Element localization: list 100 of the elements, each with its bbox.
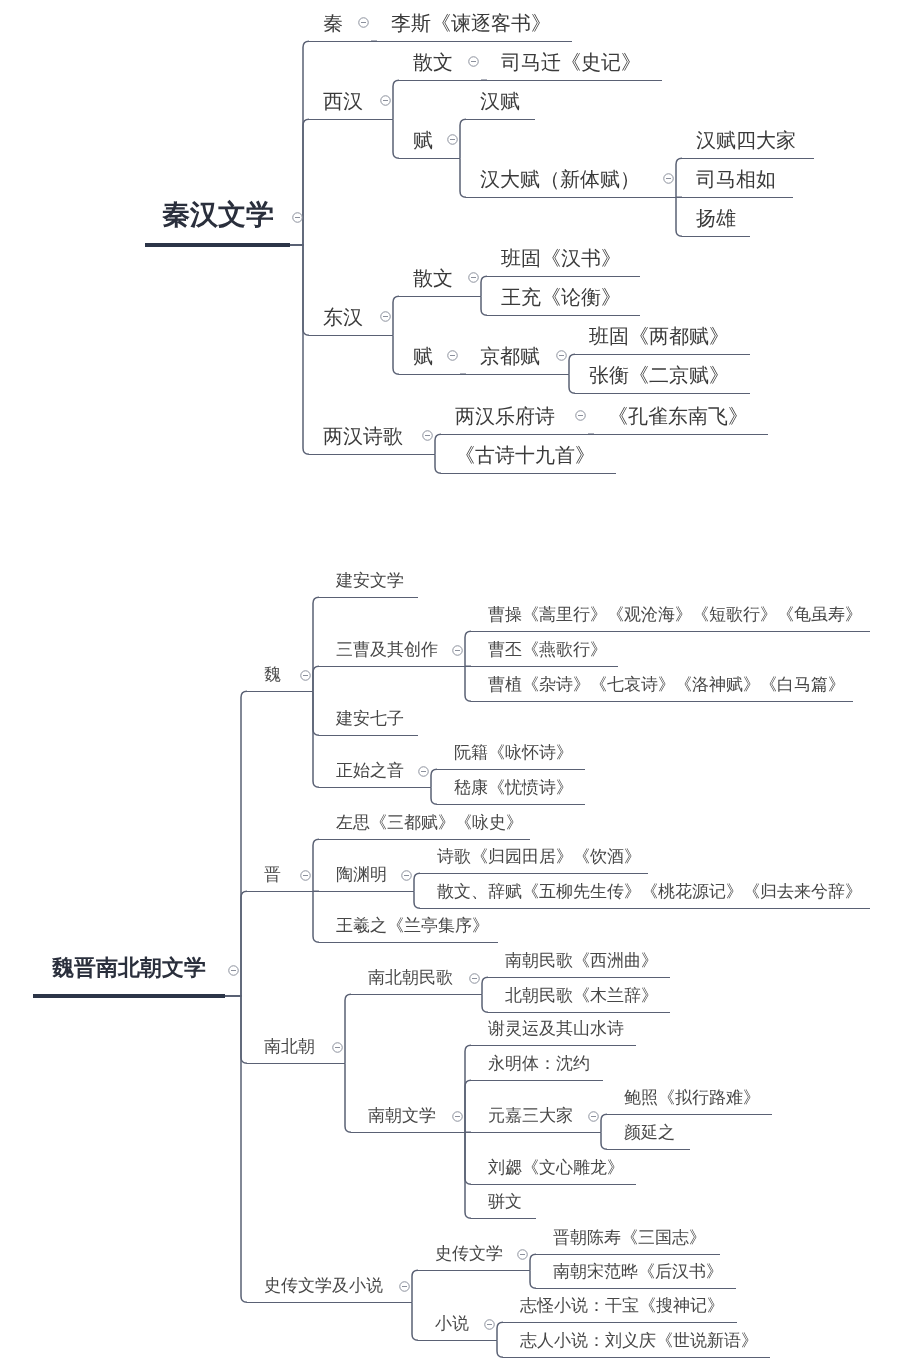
connector-line — [413, 890, 421, 909]
topic-text: 两汉诗歌 — [323, 422, 403, 450]
branch-topic: 《古诗十九首》 — [441, 436, 616, 474]
branch-topic: 南朝民歌《西洲曲》 — [488, 946, 670, 978]
connector-line — [312, 838, 320, 892]
connector-line — [464, 630, 472, 667]
connector-line — [481, 993, 489, 1013]
connector-line — [464, 665, 472, 667]
topic-text: 南北朝 — [264, 1036, 315, 1059]
connector-line — [464, 1131, 472, 1219]
topic-text: 东汉 — [323, 303, 363, 331]
connector-line — [392, 295, 400, 336]
connector-line — [370, 40, 378, 42]
branch-topic: 诗歌《归园田居》《饮酒》 — [420, 842, 648, 874]
branch-topic: 鲍照《拟行路难》 — [607, 1083, 772, 1115]
connector-line — [529, 1253, 537, 1271]
branch-topic: 嵇康《忧愤诗》 — [437, 773, 585, 805]
branch-topic: 班固《两都赋》 — [575, 317, 750, 355]
branch-topic: 司马相如 — [682, 160, 793, 198]
connector-line — [481, 976, 489, 995]
connector-line — [411, 1269, 419, 1303]
connector-line — [411, 1301, 419, 1341]
branch-topic: 南朝宋范晔《后汉书》 — [536, 1257, 736, 1289]
connector-line — [675, 196, 683, 237]
topic-text: 秦 — [323, 9, 343, 37]
topic-text: 赋 — [413, 342, 433, 370]
topic-text: 西汉 — [323, 87, 363, 115]
branch-topic: 颜延之 — [607, 1118, 690, 1150]
connector-line — [464, 1079, 472, 1133]
connector-line — [459, 157, 467, 198]
connector-line — [675, 157, 683, 198]
topic-text: 晋 — [264, 864, 281, 887]
connector-line — [392, 79, 400, 120]
topic-text: 魏 — [264, 664, 281, 687]
branch-topic: 建安文学 — [319, 566, 418, 598]
branch-topic: 《孔雀东南飞》 — [594, 397, 768, 435]
connector-line — [344, 1062, 352, 1133]
connector-line — [344, 993, 352, 1064]
branch-topic: 谢灵运及其山水诗 — [471, 1014, 636, 1046]
branch-topic: 李斯《谏逐客书》 — [377, 4, 572, 42]
topic-text: 陶渊明 — [336, 864, 387, 887]
branch-topic: 曹操《蒿里行》《观沧海》《短歌行》《龟虽寿》 — [471, 600, 870, 632]
branch-topic: 志怪小说：干宝《搜神记》 — [503, 1291, 737, 1323]
connector-line — [529, 1269, 537, 1289]
topic-text: 史传文学及小说 — [264, 1275, 383, 1298]
branch-topic: 扬雄 — [682, 199, 750, 237]
branch-topic: 刘勰《文心雕龙》 — [471, 1153, 636, 1185]
connector-line — [568, 373, 576, 394]
topic-text: 元嘉三大家 — [488, 1105, 573, 1128]
branch-topic: 北朝民歌《木兰辞》 — [488, 981, 670, 1013]
connector-line — [459, 118, 467, 159]
connector-line — [587, 433, 595, 435]
branch-topic: 王充《论衡》 — [487, 278, 640, 316]
branch-topic: 阮籍《咏怀诗》 — [437, 738, 585, 770]
branch-topic: 曹植《杂诗》《七哀诗》《洛神赋》《白马篇》 — [471, 670, 853, 702]
connector-line — [480, 79, 488, 81]
branch-topic: 骈文 — [471, 1187, 536, 1219]
topic-text: 史传文学 — [435, 1243, 503, 1266]
connector-line — [224, 995, 248, 1303]
connector-line — [480, 275, 488, 297]
connector-line — [430, 768, 438, 788]
connector-line — [464, 665, 472, 702]
connector-line — [289, 244, 310, 455]
connector-line — [496, 1339, 504, 1358]
connector-line — [392, 334, 400, 375]
branch-topic: 汉赋四大家 — [682, 121, 814, 159]
branch-topic: 汉赋 — [466, 82, 535, 120]
connector-line — [312, 690, 320, 788]
connector-line — [675, 196, 683, 198]
connector-line — [496, 1321, 504, 1341]
topic-text: 赋 — [413, 126, 433, 154]
connector-line — [430, 786, 438, 805]
topic-text: 两汉乐府诗 — [455, 402, 555, 430]
branch-topic: 散文、辞赋《五柳先生传》《桃花源记》《归去来兮辞》 — [420, 877, 870, 909]
branch-topic: 王羲之《兰亭集序》 — [319, 911, 498, 943]
topic-text: 南北朝民歌 — [368, 967, 453, 990]
connector-line — [600, 1113, 608, 1133]
connector-line — [464, 1131, 472, 1133]
branch-topic: 志人小说：刘义庆《世说新语》 — [503, 1326, 770, 1358]
connector-line — [413, 872, 421, 892]
topic-text: 小说 — [435, 1313, 469, 1336]
branch-topic: 左思《三都赋》《咏史》 — [319, 808, 530, 840]
topic-text: 散文 — [413, 264, 453, 292]
connector-line — [312, 890, 320, 943]
connector-line — [480, 295, 488, 316]
connector-line — [392, 118, 400, 159]
central-topic: 秦汉文学 — [145, 187, 290, 247]
branch-topic: 晋朝陈寿《三国志》 — [536, 1223, 720, 1255]
connector-line — [434, 433, 442, 455]
branch-topic: 司马迁《史记》 — [487, 43, 662, 81]
branch-topic: 班固《汉书》 — [487, 239, 640, 277]
topic-text: 南朝文学 — [368, 1105, 436, 1128]
topic-text: 散文 — [413, 48, 453, 76]
topic-text: 京都赋 — [480, 342, 540, 370]
connector-line — [312, 665, 320, 692]
central-topic: 魏晋南北朝文学 — [33, 942, 225, 998]
topic-text: 三曹及其创作 — [336, 639, 438, 662]
connector-line — [312, 890, 320, 892]
topic-text: 正始之音 — [336, 760, 404, 783]
connector-line — [568, 353, 576, 375]
